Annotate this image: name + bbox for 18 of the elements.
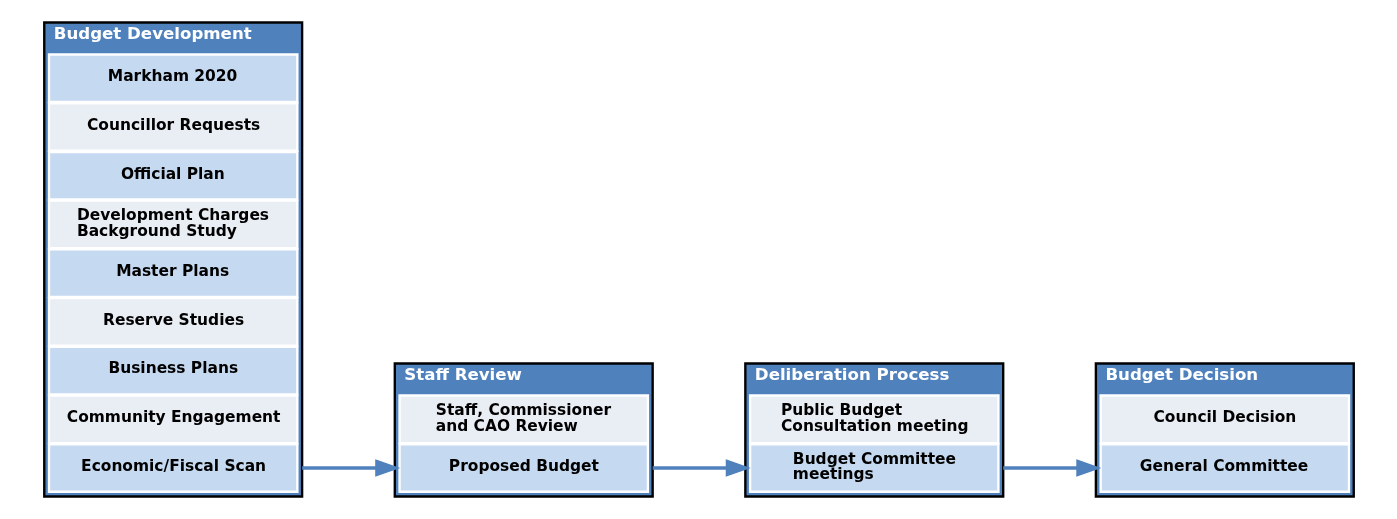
node-box: Official Plan — [47, 150, 299, 201]
arrow — [1002, 459, 1101, 477]
node-box: Community Engagement — [47, 394, 299, 445]
node-box: Proposed Budget — [397, 443, 649, 493]
node-box: Public Budget Consultation meeting — [748, 394, 1000, 445]
node-box: Economic/Fiscal Scan — [47, 443, 299, 493]
arrow — [652, 459, 751, 477]
node-box: Reserve Studies — [47, 296, 299, 347]
node-box: Markham 2020 — [47, 53, 299, 104]
node-box: General Committee — [1098, 443, 1350, 493]
node-box: Business Plans — [47, 345, 299, 396]
node-box: Development Charges Background Study — [47, 199, 299, 250]
node-box: Staff, Commissioner and CAO Review — [397, 394, 649, 445]
node-box: Council Decision — [1098, 394, 1350, 445]
node-box: Master Plans — [47, 248, 299, 299]
node-box: Councillor Requests — [47, 102, 299, 152]
node-box: Budget Committee meetings — [748, 443, 1000, 493]
arrow — [301, 459, 400, 477]
